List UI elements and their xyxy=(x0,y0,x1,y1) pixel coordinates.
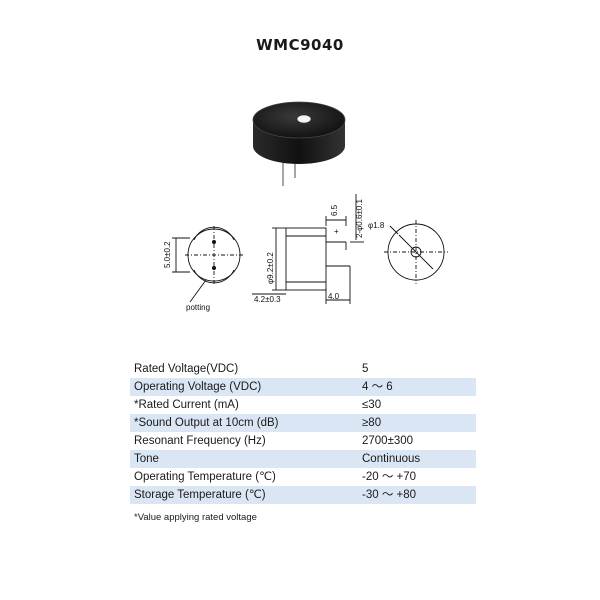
spec-label: Rated Voltage(VDC) xyxy=(134,363,239,375)
spec-label: *Sound Output at 10cm (dB) xyxy=(130,414,358,432)
dim-hole: φ1.8 xyxy=(368,221,385,230)
dim-pin-spacing: 5.0±0.2 xyxy=(163,241,172,268)
potting-label: potting xyxy=(186,303,210,312)
table-row: Storage Temperature (℃) -30 ～ +80 xyxy=(130,486,476,504)
dim-pin-length: 4.0 xyxy=(328,292,340,301)
spec-value: 2700±300 xyxy=(362,435,414,447)
spec-label: Tone xyxy=(130,450,358,468)
spec-value: -20 ～ +70 xyxy=(362,471,417,483)
table-row: Operating Temperature (℃) -20 ～ +70 xyxy=(130,468,476,486)
buzzer-photo xyxy=(252,101,346,186)
spec-label: Operating Voltage (VDC) xyxy=(130,378,358,396)
footnote: *Value applying rated voltage xyxy=(134,512,257,523)
dim-lead-pitch: 6.5 xyxy=(330,204,339,216)
spec-value: ≥80 xyxy=(358,414,476,432)
plus-mark: + xyxy=(334,227,339,236)
dim-diameter: φ9.2±0.2 xyxy=(266,252,275,284)
spec-value: Continuous xyxy=(358,450,476,468)
table-row: *Rated Current (mA) ≤30 xyxy=(130,396,476,414)
spec-label: Operating Temperature (℃) xyxy=(134,471,276,483)
spec-table: Rated Voltage(VDC) 5 Operating Voltage (… xyxy=(130,360,476,504)
table-row: Resonant Frequency (Hz) 2700±300 xyxy=(130,432,476,450)
product-title: WMC9040 xyxy=(256,36,344,54)
spec-value: ≤30 xyxy=(362,399,382,411)
spec-label: *Rated Current (mA) xyxy=(134,399,239,411)
dim-height: 4.2±0.3 xyxy=(254,295,281,304)
spec-value: 4 ～ 6 xyxy=(358,378,476,396)
spec-value: -30 ～ +80 xyxy=(358,486,476,504)
spec-value: 5 xyxy=(362,363,369,375)
table-row: Operating Voltage (VDC) 4 ～ 6 xyxy=(130,378,476,396)
spec-label: Storage Temperature (℃) xyxy=(130,486,358,504)
table-row: *Sound Output at 10cm (dB) ≥80 xyxy=(130,414,476,432)
spec-label: Resonant Frequency (Hz) xyxy=(134,435,266,447)
dimension-drawings: 5.0±0.2 potting φ9.2±0.2 4.2±0.3 4.0 6.5… xyxy=(163,194,448,312)
table-row: Tone Continuous xyxy=(130,450,476,468)
table-row: Rated Voltage(VDC) 5 xyxy=(130,360,476,378)
dim-lead-dia: 2-φ0.6±0.1 xyxy=(355,199,364,238)
